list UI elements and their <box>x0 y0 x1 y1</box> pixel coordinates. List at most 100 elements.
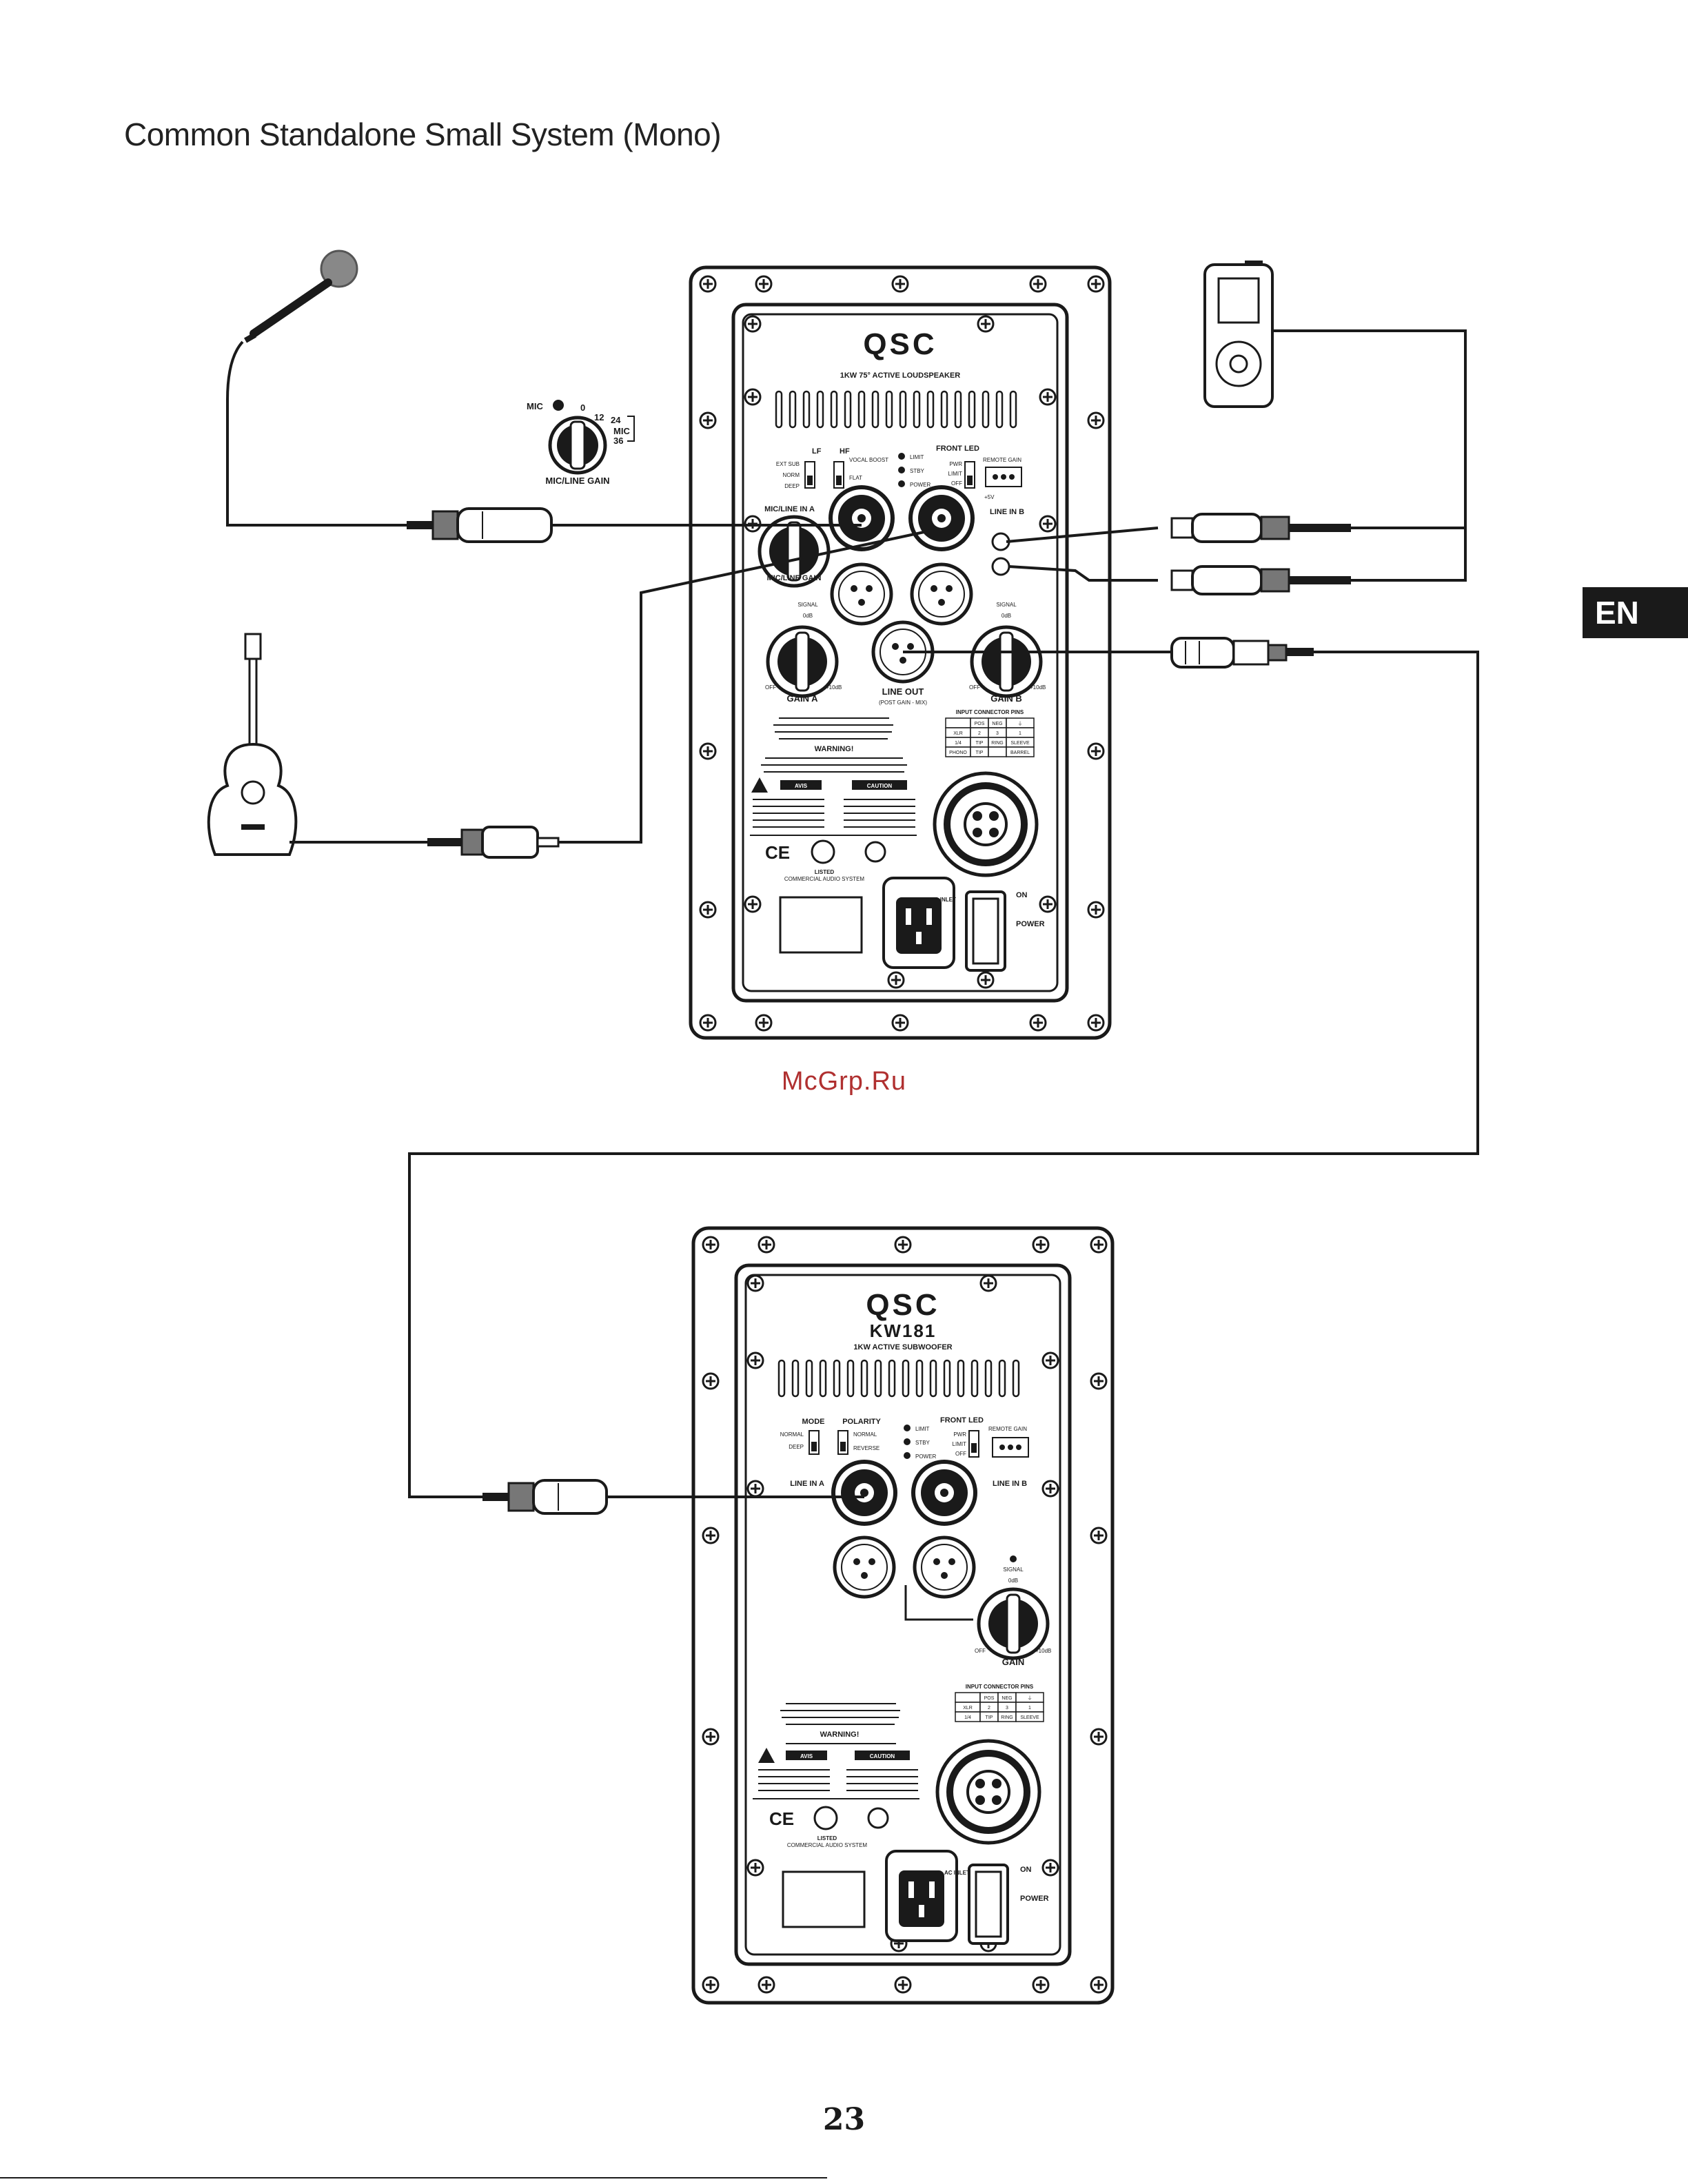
signal-a-label: SIGNAL <box>797 602 818 608</box>
sub-input-a-combo-jack[interactable] <box>833 1462 895 1524</box>
sub-warning-label: WARNING! <box>820 1731 860 1739</box>
pin-table-text: 3 <box>996 731 999 736</box>
ce-mark: CE <box>765 842 790 863</box>
callout-mic-label: MIC <box>527 401 543 411</box>
mic-line-gain-label: MIC/LINE GAIN <box>767 574 822 582</box>
sub-input-b-combo-jack[interactable] <box>913 1462 975 1524</box>
off-a-label: OFF <box>765 684 776 691</box>
norm-label: NORM <box>783 472 800 478</box>
pin-table-text: BARREL <box>1010 751 1030 755</box>
pin-table-text: POS <box>975 722 985 726</box>
pin-table-text: TIP <box>986 1715 993 1720</box>
sub-listed-sub-label: COMMERCIAL AUDIO SYSTEM <box>787 1842 868 1848</box>
gain-a-label: GAIN A <box>786 693 818 704</box>
pin-table-text: POS <box>984 1696 995 1701</box>
pin-table-text: XLR <box>963 1706 973 1711</box>
normal-label: NORMAL <box>780 1431 804 1438</box>
regulatory-text: WARNING! AVIS CAUTION CE LISTED COMMERCI… <box>750 717 917 882</box>
pin-table-text: 1 <box>1019 731 1021 736</box>
pin-table-text: TIP <box>976 751 984 755</box>
pin-table-text: 1 <box>1028 1706 1031 1711</box>
callout-twelve-label: 12 <box>594 412 604 422</box>
zero-db-b-label: 0dB <box>1001 613 1011 619</box>
phono-input-lower[interactable] <box>991 557 1010 576</box>
sub-brand-logo: QSC <box>866 1288 939 1322</box>
sub-line-in-a-label: LINE IN A <box>790 1480 824 1488</box>
page-title: Common Standalone Small System (Mono) <box>124 116 722 152</box>
listed-label: LISTED <box>815 869 835 875</box>
xlr-sub-plug <box>482 1479 608 1515</box>
flat-label: FLAT <box>849 475 862 481</box>
warning-label: WARNING! <box>815 745 854 753</box>
pin-table-cell <box>988 746 1007 757</box>
pin-table-text: SLEEVE <box>1020 1715 1039 1720</box>
ext-sub-label: EXT SUB <box>776 461 800 467</box>
sub-input-a-xlr[interactable] <box>835 1538 894 1597</box>
sub-pwr-label: PWR <box>953 1431 966 1438</box>
sub-gain-label: GAIN <box>1002 1657 1025 1667</box>
speaker-panel: QSC 1KW 75° ACTIVE LOUDSPEAKER LF HF EXT… <box>689 265 1112 1040</box>
mic-line-gain-callout: MIC 0 12 24 MIC 36 MIC/LINE GAIN <box>527 400 635 486</box>
input-a-xlr[interactable] <box>832 564 891 624</box>
xlr-mic-plug <box>407 507 553 543</box>
polarity-label: POLARITY <box>842 1418 881 1426</box>
reverse-label: REVERSE <box>853 1445 879 1451</box>
sub-off-knob-label: OFF <box>975 1648 986 1654</box>
sub-zero-db-label: 0dB <box>1008 1578 1018 1584</box>
mode-label: MODE <box>802 1418 825 1426</box>
callout-mic-sub-label: MIC <box>613 426 630 436</box>
quarter-inch-guitar-plug <box>427 826 560 859</box>
sub-model-line: 1KW ACTIVE SUBWOOFER <box>853 1343 952 1351</box>
line-in-b-label: LINE IN B <box>990 508 1024 516</box>
subwoofer-panel: QSC KW181 1KW ACTIVE SUBWOOFER MODE NORM… <box>691 1226 1115 2005</box>
sub-ce-mark: CE <box>769 1808 794 1829</box>
sub-listed-label: LISTED <box>817 1835 837 1841</box>
pin-table-text: NEG <box>1001 1696 1012 1701</box>
mic-line-in-a-label: MIC/LINE IN A <box>764 505 815 513</box>
pin-table-cell <box>1006 746 1035 757</box>
input-b-combo-jack[interactable] <box>911 487 973 549</box>
deep-label: DEEP <box>784 483 800 489</box>
pin-table-text: 1/4 <box>964 1715 971 1720</box>
language-tab[interactable]: EN <box>1583 587 1688 638</box>
sub-line-in-b-label: LINE IN B <box>993 1480 1027 1488</box>
sub-plus10-label: +10dB <box>1035 1648 1051 1654</box>
polarity-normal-label: NORMAL <box>853 1431 877 1438</box>
lf-label: LF <box>812 447 822 456</box>
rca-plug-lower <box>1170 565 1351 595</box>
remote-pins-label: +5V <box>984 494 995 500</box>
pin-table-text: RING <box>991 741 1004 746</box>
speaker-brand-logo: QSC <box>863 327 937 361</box>
caution-label: CAUTION <box>867 783 893 789</box>
microphone-icon <box>226 249 358 400</box>
pin-table-cell <box>1015 1711 1044 1722</box>
line-out-label: LINE OUT <box>882 686 924 697</box>
sub-limit-switch-label: LIMIT <box>953 1441 967 1447</box>
pin-table-text: SLEEVE <box>1010 741 1030 746</box>
signal-b-label: SIGNAL <box>996 602 1017 608</box>
sub-caution-label: CAUTION <box>870 1753 895 1759</box>
speaker-fan-grille <box>933 771 1039 877</box>
xlr-line-out-plug <box>1170 637 1314 669</box>
remote-gain-label: REMOTE GAIN <box>983 457 1021 463</box>
sub-input-b-xlr[interactable] <box>915 1538 974 1597</box>
sub-ac-inlet-label: AC INLET <box>944 1870 970 1876</box>
callout-thirtysix-label: 36 <box>613 436 623 446</box>
pin-table-cell <box>955 1692 981 1703</box>
ac-inlet-label: AC INLET <box>931 897 956 903</box>
sub-limit-led-label: LIMIT <box>915 1426 930 1432</box>
pin-table-text: ⏚ <box>1018 721 1023 726</box>
gain-b-label: GAIN B <box>990 693 1022 704</box>
sub-remote-gain-label: REMOTE GAIN <box>988 1426 1027 1432</box>
input-pins-title: INPUT CONNECTOR PINS <box>956 709 1024 715</box>
callout-twentyfour-label: 24 <box>611 415 621 425</box>
input-b-xlr[interactable] <box>912 564 971 624</box>
off-b-label: OFF <box>969 684 980 691</box>
pin-table-text: NEG <box>992 722 1002 726</box>
rca-plug-upper <box>1170 513 1351 543</box>
pin-table-text: XLR <box>953 731 963 736</box>
zero-db-a-label: 0dB <box>803 613 813 619</box>
guitar-icon <box>207 633 298 856</box>
